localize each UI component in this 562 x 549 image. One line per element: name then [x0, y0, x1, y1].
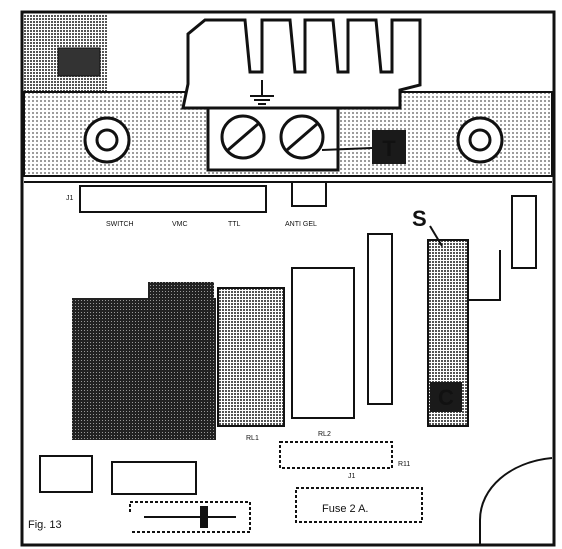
ground-symbol-icon — [250, 80, 274, 105]
rl1-label: RL1 — [246, 435, 259, 442]
earth-bracket — [181, 18, 422, 110]
right-component-1 — [511, 195, 537, 269]
transformer-top — [148, 282, 214, 302]
terminal-screw-left — [220, 114, 266, 160]
anti-gel-label: ANTI GEL — [285, 221, 317, 228]
transformer-block — [72, 298, 216, 440]
right-wire — [468, 250, 501, 301]
relay-rl1 — [217, 287, 285, 427]
caption-strip — [24, 512, 132, 532]
corner-curve — [479, 457, 553, 545]
marker-t-box — [372, 130, 406, 164]
j1-strip — [279, 441, 393, 469]
figure-caption: Fig. 13 — [28, 519, 62, 531]
j1-small-label: J1 — [66, 195, 74, 202]
capacitor-plate — [200, 506, 208, 528]
marker-s-leader — [429, 225, 443, 247]
r11-label: R11 — [398, 461, 410, 468]
vmc-label: VMC — [172, 221, 188, 228]
marker-t-label: T — [382, 136, 396, 161]
switch-label: SWITCH — [106, 221, 134, 228]
marker-c-label: C — [438, 385, 454, 410]
ttl-label: TTL — [228, 221, 241, 228]
connector-block — [57, 47, 101, 77]
right-mount-screw — [456, 116, 504, 164]
rl2-label: RL2 — [318, 431, 331, 438]
relay-rl2 — [291, 267, 355, 419]
connector-strip — [367, 233, 393, 405]
marker-c-box — [430, 382, 462, 412]
left-bottom-box — [39, 455, 93, 493]
switch-strip — [79, 185, 267, 213]
marker-s-label: S — [412, 206, 427, 231]
outer-frame — [20, 10, 556, 547]
left-mount-screw — [83, 116, 131, 164]
fuse-holder — [295, 487, 423, 523]
mid-bottom-box — [111, 461, 197, 495]
anti-gel-box — [291, 181, 327, 207]
j1-label: J1 — [348, 473, 356, 480]
marker-t-leader — [321, 147, 373, 151]
fuse-label: Fuse 2 A. — [322, 503, 368, 515]
terminal-screw-right — [279, 114, 325, 160]
